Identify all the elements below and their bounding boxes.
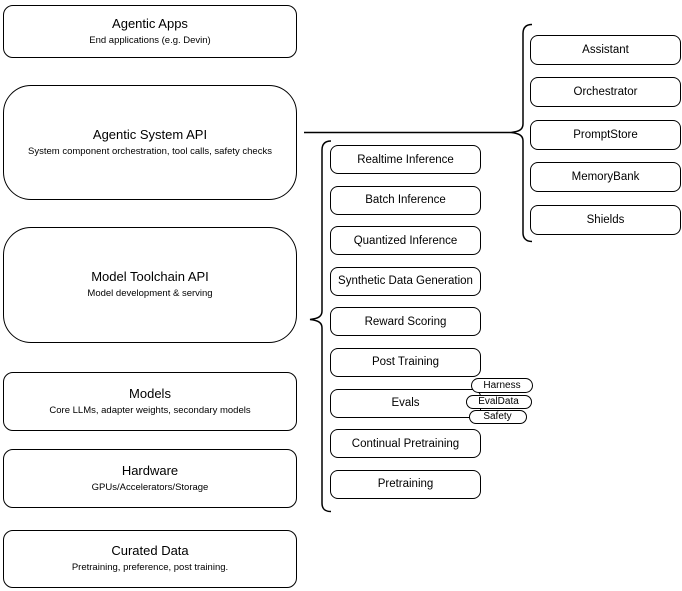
node-title: Agentic System API: [92, 126, 208, 142]
component-assistant: Assistant: [530, 35, 681, 65]
toolchain-item-post-training: Post Training: [330, 347, 481, 377]
node-subtitle: End applications (e.g. Devin): [89, 34, 211, 46]
node-models: Models Core LLMs, adapter weights, secon…: [3, 372, 297, 431]
eval-tag-harness: Harness: [471, 377, 533, 393]
toolchain-item-continual-pretraining: Continual Pretraining: [330, 429, 481, 459]
toolchain-item-quantized-inference: Quantized Inference: [330, 226, 481, 256]
node-title: Hardware: [121, 462, 179, 478]
node-subtitle: Pretraining, preference, post training.: [71, 562, 229, 574]
component-orchestrator: Orchestrator: [530, 77, 681, 108]
node-subtitle: GPUs/Accelerators/Storage: [91, 481, 209, 493]
toolchain-item-synthetic-data-generation: Synthetic Data Generation: [330, 266, 481, 296]
node-curated-data: Curated Data Pretraining, preference, po…: [3, 530, 297, 588]
toolchain-column: Realtime Inference Batch Inference Quant…: [330, 145, 481, 499]
node-title: Agentic Apps: [112, 15, 188, 31]
toolchain-item-evals: Evals: [330, 388, 481, 418]
system-components-column: Assistant Orchestrator PromptStore Memor…: [530, 35, 681, 235]
toolchain-brace: [309, 140, 332, 513]
node-title: Curated Data: [111, 543, 189, 559]
node-title: Model Toolchain API: [91, 269, 209, 285]
eval-tag-evaldata: EvalData: [465, 394, 532, 409]
toolchain-item-realtime-inference: Realtime Inference: [330, 145, 481, 174]
node-title: Models: [129, 385, 171, 401]
component-memorybank: MemoryBank: [530, 162, 681, 193]
toolchain-item-batch-inference: Batch Inference: [330, 185, 481, 215]
node-model-toolchain-api: Model Toolchain API Model development & …: [3, 227, 297, 343]
toolchain-item-pretraining: Pretraining: [330, 469, 481, 499]
node-hardware: Hardware GPUs/Accelerators/Storage: [3, 449, 297, 508]
node-subtitle: Core LLMs, adapter weights, secondary mo…: [49, 404, 251, 416]
toolchain-item-reward-scoring: Reward Scoring: [330, 307, 481, 337]
node-subtitle: Model development & serving: [87, 288, 213, 300]
system-components-brace: [510, 23, 533, 243]
component-shields: Shields: [530, 204, 681, 235]
node-agentic-system-api: Agentic System API System component orch…: [3, 85, 297, 200]
eval-tag-safety: Safety: [468, 409, 527, 424]
node-agentic-apps: Agentic Apps End applications (e.g. Devi…: [3, 5, 297, 58]
component-promptstore: PromptStore: [530, 119, 681, 150]
node-subtitle: System component orchestration, tool cal…: [28, 145, 272, 157]
